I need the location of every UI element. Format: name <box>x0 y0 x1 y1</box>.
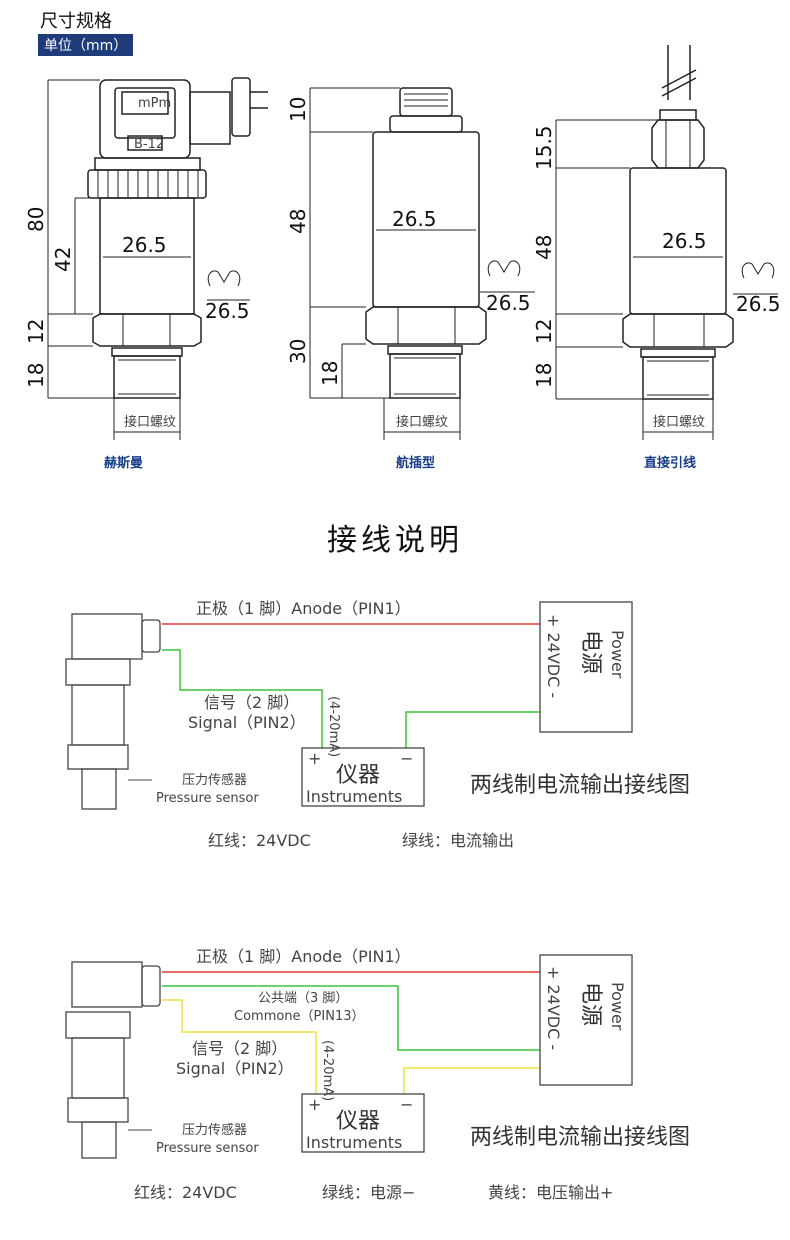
caption-aviation: 航插型 <box>396 456 436 471</box>
instrument-plus-1: + <box>308 749 321 768</box>
dim-18-b: 18 <box>318 361 342 386</box>
signal-cn-label-2: 信号（2 脚） <box>192 1039 287 1058</box>
sensor-drawing-hirschmann <box>47 77 268 440</box>
yellow-return-wire-2 <box>403 1067 540 1094</box>
power-en-label-2: Power <box>608 982 627 1031</box>
section-title-wiring: 接线说明 <box>327 523 463 558</box>
green-wire-2 <box>162 985 540 1051</box>
green-return-wire-1 <box>405 711 540 748</box>
power-voltage-label-2: + 24VDC - <box>544 966 563 1050</box>
pressure-sensor-1 <box>65 613 161 810</box>
signal-cn-label-1: 信号（2 脚） <box>204 693 299 712</box>
common-cn-label-2: 公共端（3 脚） <box>258 990 348 1006</box>
sensor-cn-label-2: 压力传感器 <box>182 1122 247 1138</box>
instrument-plus-2: + <box>308 1095 321 1114</box>
pressure-sensor-2 <box>65 961 161 1159</box>
hex-label-2: 26.5 <box>486 291 531 315</box>
dim-80: 80 <box>24 207 48 232</box>
common-en-label-2: Commone（PIN13） <box>234 1009 365 1024</box>
sensor-drawing-aviation <box>309 87 535 440</box>
anode-label-2: 正极（1 脚）Anode（PIN1） <box>196 947 411 966</box>
diameter-label-2: 26.5 <box>392 207 437 231</box>
caption-cable: 直接引线 <box>644 456 697 471</box>
green-wire-1 <box>162 649 323 748</box>
instrument-box-1 <box>301 747 425 807</box>
current-label-2: (4-20mA) <box>320 1040 335 1101</box>
signal-en-label-2: Signal（PIN2） <box>176 1059 294 1078</box>
dim-18-a: 18 <box>24 363 48 388</box>
sensor-cn-label-1: 压力传感器 <box>182 772 247 788</box>
dim-15-5: 15.5 <box>532 125 556 170</box>
instrument-en-label-2: Instruments <box>306 1133 402 1152</box>
instrument-box-2 <box>301 1093 425 1153</box>
power-en-label-1: Power <box>608 630 627 679</box>
dim-12-a: 12 <box>24 319 48 344</box>
instrument-minus-1: − <box>400 749 413 768</box>
anode-label-1: 正极（1 脚）Anode（PIN1） <box>196 599 411 618</box>
legend-red-2: 红线：24VDC <box>134 1183 237 1202</box>
caption-hirschmann: 赫斯曼 <box>104 456 144 471</box>
power-cn-label-2: 电源 <box>578 982 603 1026</box>
signal-en-label-1: Signal（PIN2） <box>188 713 306 732</box>
sensor-en-label-1: Pressure sensor <box>156 791 259 806</box>
unit-badge: 单位（mm） <box>38 34 134 56</box>
legend-green-1: 绿线：电流输出 <box>402 831 514 850</box>
wiring-diagram-2 <box>65 954 633 1159</box>
diameter-label-3: 26.5 <box>662 229 707 253</box>
diagram-title-2: 两线制电流输出接线图 <box>470 1125 690 1150</box>
instrument-minus-2: − <box>400 1095 413 1114</box>
yellow-wire-2 <box>162 999 317 1094</box>
hex-label-3: 26.5 <box>736 292 781 316</box>
power-box-2 <box>539 954 633 1086</box>
instrument-cn-label-2: 仪器 <box>336 1109 380 1134</box>
plate-label: mPm <box>138 96 171 111</box>
dim-12-b: 12 <box>532 319 556 344</box>
sensor-en-label-2: Pressure sensor <box>156 1141 259 1156</box>
wiring-diagram-1 <box>65 601 633 810</box>
dim-48-a: 48 <box>286 209 310 234</box>
power-voltage-label-1: + 24VDC - <box>544 614 563 698</box>
thread-label-3: 接口螺纹 <box>653 414 705 430</box>
current-label-1: (4-20mA) <box>326 696 341 757</box>
sensor-drawing-cable <box>555 45 778 440</box>
power-box-1 <box>539 601 633 733</box>
instrument-cn-label-1: 仪器 <box>336 763 380 788</box>
legend-red-1: 红线：24VDC <box>208 831 311 850</box>
dim-18-c: 18 <box>532 363 556 388</box>
thread-label-1: 接口螺纹 <box>124 414 176 430</box>
dim-10: 10 <box>286 97 310 122</box>
dim-42: 42 <box>51 247 75 272</box>
instrument-en-label-1: Instruments <box>306 787 402 806</box>
legend-green-2: 绿线：电源− <box>322 1183 415 1202</box>
power-cn-label-1: 电源 <box>578 630 603 674</box>
plate-code: B-12 <box>134 137 164 152</box>
diagram-title-1: 两线制电流输出接线图 <box>470 773 690 798</box>
dim-30: 30 <box>286 339 310 364</box>
diameter-label-1: 26.5 <box>122 233 167 257</box>
thread-label-2: 接口螺纹 <box>396 414 448 430</box>
legend-yellow-2: 黄线：电压输出+ <box>488 1183 613 1202</box>
dim-48-b: 48 <box>532 235 556 260</box>
page-title: 尺寸规格 <box>40 11 112 32</box>
hex-label-1: 26.5 <box>205 299 250 323</box>
